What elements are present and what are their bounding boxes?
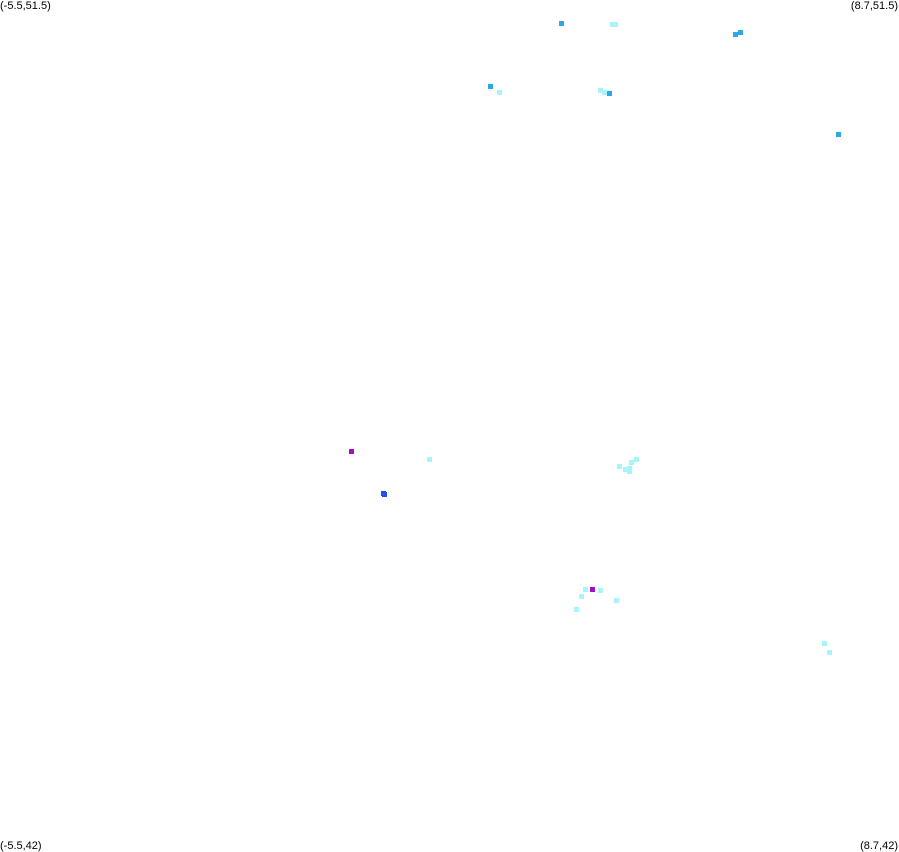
map-point	[627, 469, 632, 474]
map-point	[382, 492, 387, 497]
map-point	[623, 467, 628, 472]
map-point	[583, 587, 588, 592]
corner-label-bottom-right: (8.7,42)	[860, 840, 898, 852]
map-point	[610, 22, 615, 27]
map-point	[598, 588, 603, 593]
map-point	[559, 21, 564, 26]
map-point	[617, 464, 622, 469]
map-point	[627, 466, 632, 471]
map-point	[590, 587, 595, 592]
map-point	[427, 457, 432, 462]
map-point	[634, 457, 639, 462]
map-point	[579, 594, 584, 599]
map-point	[613, 22, 618, 27]
map-point	[827, 650, 832, 655]
map-point	[574, 607, 579, 612]
map-point	[602, 90, 607, 95]
map-point	[614, 598, 619, 603]
map-point	[738, 30, 743, 35]
map-point	[349, 449, 354, 454]
map-point	[836, 132, 841, 137]
map-point	[497, 90, 502, 95]
corner-label-top-right: (8.7,51.5)	[850, 0, 898, 12]
corner-label-top-left: (-5.5,51.5)	[0, 0, 51, 12]
map-point	[822, 641, 827, 646]
corner-label-bottom-left: (-5.5,42)	[0, 840, 42, 852]
map-point	[488, 84, 493, 89]
map-point	[607, 91, 612, 96]
map-point	[733, 32, 738, 37]
map-point	[598, 88, 603, 93]
map-point	[629, 460, 634, 465]
